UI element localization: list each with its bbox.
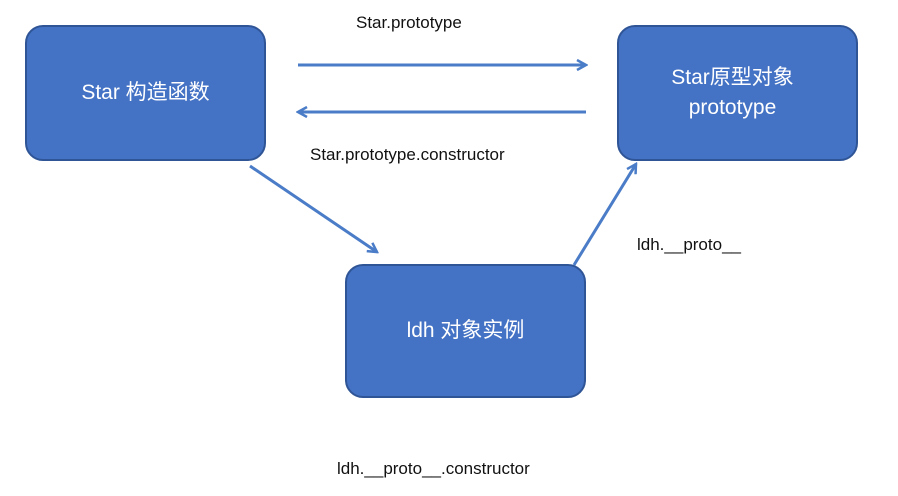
- constructor-node: Star 构造函数: [25, 25, 266, 161]
- prototype-node-title: Star原型对象: [671, 66, 794, 89]
- prototype-node-subtitle: prototype: [688, 96, 777, 119]
- instance-node: ldh 对象实例: [345, 264, 586, 398]
- edge-label-star-prototype: Star.prototype: [356, 13, 462, 32]
- prototype-node: Star原型对象 prototype: [617, 25, 858, 161]
- arrow-instance-to-prototype: [572, 164, 636, 266]
- edge-label-prototype-constructor: Star.prototype.constructor: [310, 145, 505, 164]
- constructor-node-label: Star 构造函数: [81, 81, 210, 104]
- arrow-constructor-to-instance: [249, 164, 377, 252]
- instance-node-label: ldh 对象实例: [406, 319, 525, 342]
- edge-label-ldh-proto: ldh.__proto__: [637, 235, 741, 254]
- label-ldh-proto-constructor: ldh.__proto__.constructor: [337, 459, 530, 478]
